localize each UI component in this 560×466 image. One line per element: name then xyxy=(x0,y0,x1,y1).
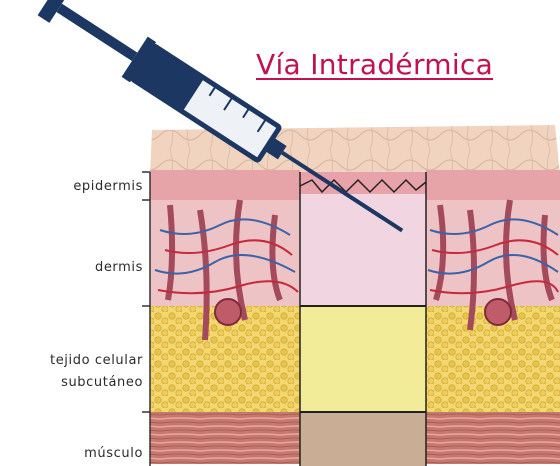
label-dermis: dermis xyxy=(95,259,143,277)
diagram-title: Vía Intradérmica xyxy=(256,48,493,81)
label-epidermis: epidermis xyxy=(73,178,143,196)
dermis-band xyxy=(300,194,426,306)
label-subcutaneous: tejido celular subcutáneo xyxy=(50,350,143,394)
subcutaneous-band xyxy=(300,306,426,412)
label-muscle: músculo xyxy=(84,445,143,463)
muscle-band xyxy=(300,412,426,466)
layer-bracket xyxy=(142,172,150,466)
layer-column xyxy=(300,172,426,466)
tissue-block-left xyxy=(150,170,300,464)
tissue-block-right xyxy=(426,170,560,464)
